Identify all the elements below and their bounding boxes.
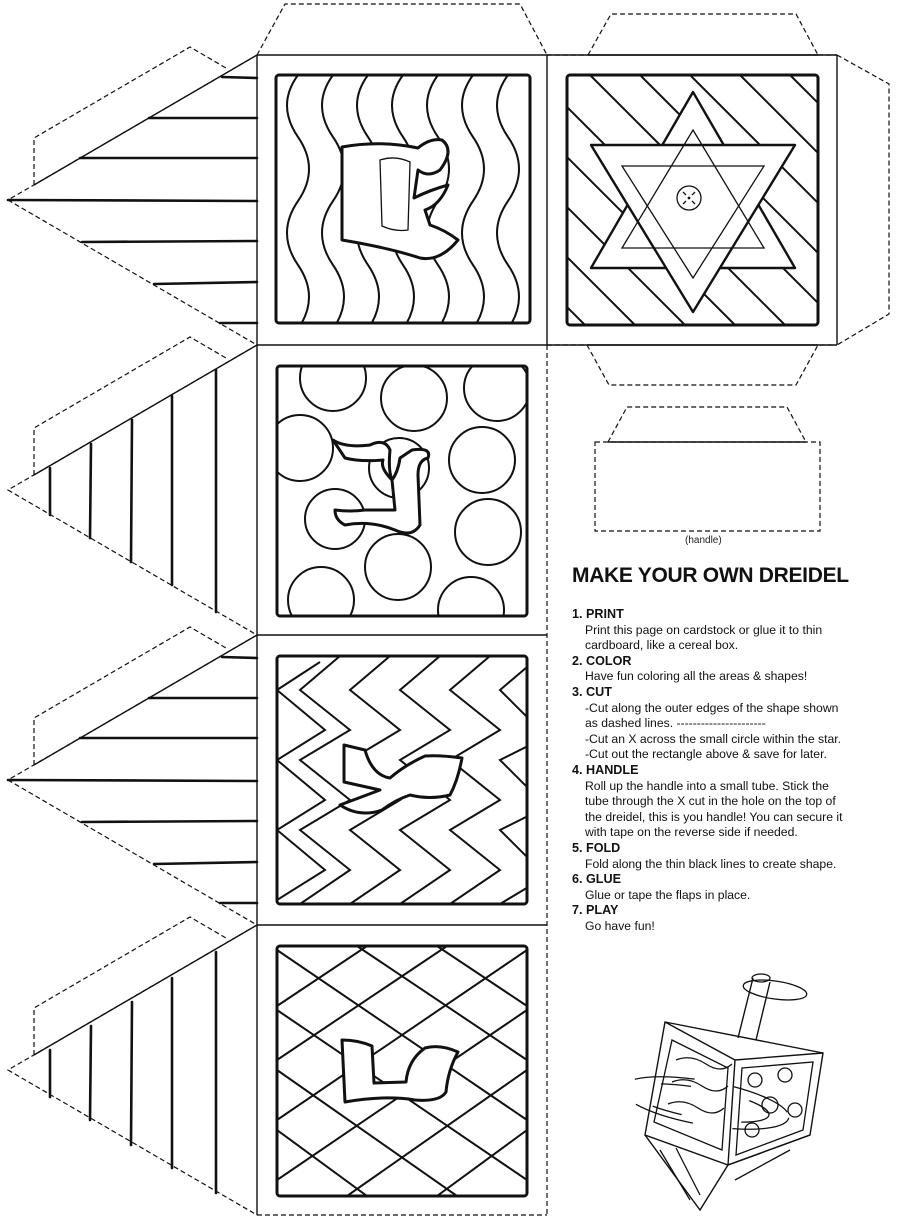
step-handle: 4. HANDLE Roll up the handle into a smal… — [572, 763, 892, 841]
step-heading: 7. PLAY — [572, 903, 619, 918]
step-line: the dreidel, this is you handle! You can… — [585, 809, 843, 824]
panel-shin-diamonds — [275, 944, 529, 1198]
bottom-flap-star — [547, 344, 837, 386]
spinning-dreidel-illustration — [620, 973, 824, 1212]
top-flap-star — [547, 13, 837, 56]
step-line: Glue or tape the flaps in place. — [585, 887, 751, 902]
panel-hei-zigzag — [275, 654, 529, 906]
step-print: 1. PRINT Print this page on cardstock or… — [572, 607, 892, 654]
step-heading: 2. COLOR — [572, 653, 632, 668]
step-color: 2. COLOR Have fun coloring all the areas… — [572, 654, 892, 685]
step-line: -Cut along the outer edges of the shape … — [585, 700, 839, 715]
step-line: -Cut an X across the small circle within… — [585, 731, 842, 746]
panel-nun-waves — [274, 73, 532, 325]
step-line: -Cut out the rectangle above & save for … — [585, 747, 827, 762]
step-line: Go have fun! — [585, 918, 655, 933]
step-glue: 6. GLUE Glue or tape the flaps in place. — [572, 872, 892, 903]
side-triangle-3 — [6, 626, 259, 926]
step-line: cardboard, like a cereal box. — [585, 638, 739, 653]
right-flap-star — [836, 54, 890, 346]
step-heading: 1. PRINT — [572, 607, 624, 621]
side-triangle-2 — [6, 336, 258, 636]
step-line: tube through the X cut in the hole on th… — [585, 794, 836, 809]
step-heading: 5. FOLD — [572, 840, 621, 855]
panel-gimel-circles — [275, 364, 529, 618]
step-line: with tape on the reverse side if needed. — [585, 825, 798, 840]
panel-star-stripes — [565, 73, 820, 327]
side-triangle-4 — [6, 916, 258, 1216]
handle-cutout — [594, 406, 821, 532]
step-cut: 3. CUT -Cut along the outer edges of the… — [572, 685, 892, 763]
step-heading: 3. CUT — [572, 684, 612, 699]
page-title: MAKE YOUR OWN DREIDEL — [572, 564, 849, 587]
top-flap-nun — [256, 3, 548, 56]
step-fold: 5. FOLD Fold along the thin black lines … — [572, 841, 892, 872]
step-line: Have fun coloring all the areas & shapes… — [585, 669, 808, 684]
step-heading: 4. HANDLE — [572, 762, 639, 777]
step-line: Print this page on cardstock or glue it … — [585, 622, 823, 637]
handle-label: (handle) — [685, 535, 722, 546]
side-triangle-1 — [6, 46, 259, 346]
step-line: as dashed lines. ---------------------- — [585, 716, 766, 731]
step-line: Fold along the thin black lines to creat… — [585, 856, 837, 871]
step-play: 7. PLAY Go have fun! — [572, 903, 892, 934]
step-line: Roll up the handle into a small tube. St… — [585, 778, 829, 793]
instructions-list: 1. PRINT Print this page on cardstock or… — [572, 607, 892, 934]
step-heading: 6. GLUE — [572, 872, 621, 887]
